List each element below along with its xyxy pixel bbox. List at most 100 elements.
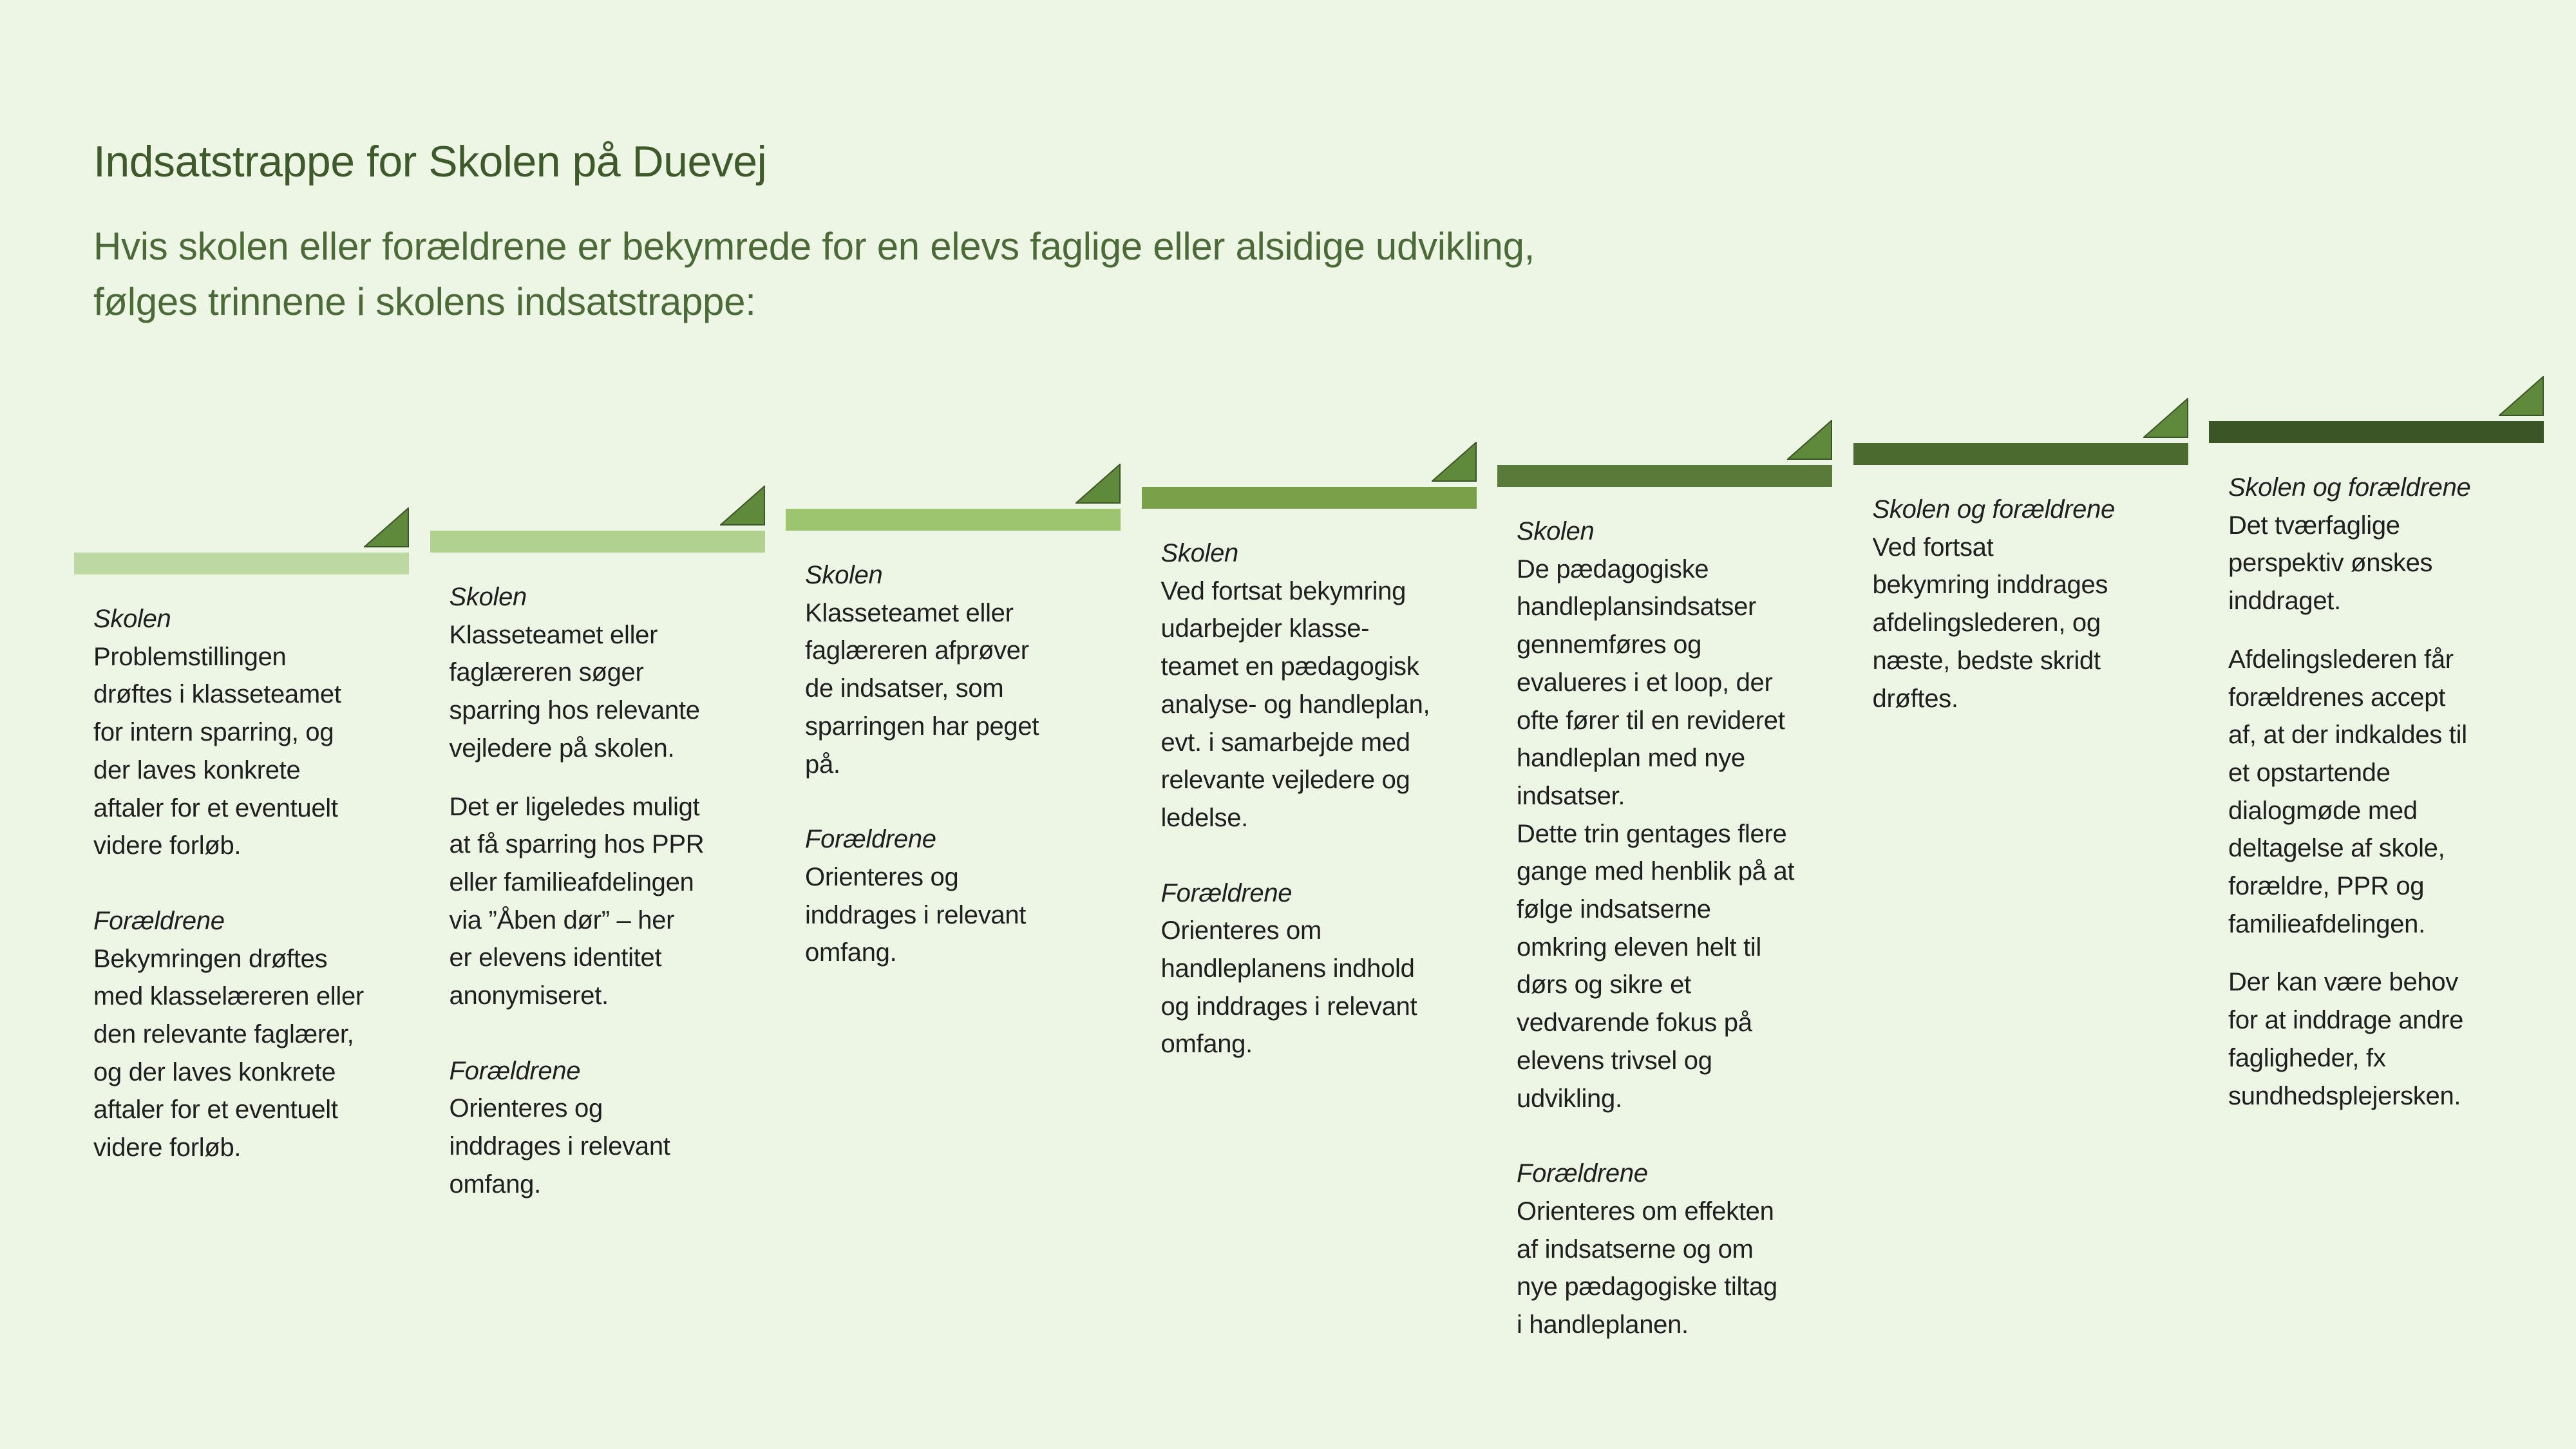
step-text-line: handleplansindsatser (1517, 592, 1757, 621)
step-text-line: og der laves konkrete (93, 1057, 336, 1086)
step-text-line: evt. i samarbejde med (1160, 728, 1411, 757)
step-text-line: inddraget. (2228, 587, 2341, 616)
step-text-line: teamet en pædagogisk (1160, 652, 1419, 681)
step-role-school: Skolen (805, 561, 883, 589)
step-text-line: afdelingslederen, og (1872, 609, 2101, 638)
step-text-line: via ”Åben dør” – her (449, 905, 675, 934)
step-text-line: Afdelingslederen får (2228, 645, 2454, 674)
step-role-school: Skolen (449, 583, 527, 611)
step-text-line: og inddrages i relevant (1160, 992, 1417, 1021)
page-title: Indsatstrappe for Skolen på Duevej (93, 137, 767, 186)
step-text-line: de indsatser, som (805, 674, 1004, 703)
step-text-line: udvikling. (1517, 1084, 1622, 1113)
step-text-line: Bekymringen drøftes (93, 944, 328, 973)
step-role-parents: Forældrene (1517, 1159, 1648, 1188)
step-text-line: et opstartende (2228, 758, 2391, 787)
step-text-line: i handleplanen. (1517, 1311, 1689, 1340)
step-text-line: gange med henblik på at (1517, 857, 1795, 886)
step-text-line: analyse- og handleplan, (1160, 690, 1430, 719)
step-arrow-triangle-icon (1787, 420, 1832, 460)
step-text-line: handleplan med nye (1517, 744, 1745, 773)
step-arrow-triangle-icon (2143, 398, 2188, 438)
step-text-line: omfang. (449, 1170, 542, 1198)
step-arrow-triangle-icon (364, 507, 409, 547)
step-text-line: eller familieafdelingen (449, 867, 694, 896)
step-role-school: Skolen (1160, 539, 1239, 567)
step-text-line: omfang. (805, 938, 897, 967)
step-text-line: drøftes. (1872, 684, 1958, 713)
step-arrow-triangle-icon (2499, 376, 2544, 416)
step-text-line: omkring eleven helt til (1517, 933, 1761, 961)
step-text-line: handleplanens indhold (1160, 954, 1415, 983)
step-text-line: Det er ligeledes muligt (449, 792, 700, 821)
step-text-line: den relevante faglærer, (93, 1020, 354, 1049)
step-text-line: perspektiv ønskes (2228, 549, 2433, 578)
step-text-line: at få sparring hos PPR (449, 830, 705, 859)
step-role-parents: Forældrene (805, 825, 936, 854)
step-text-line: Der kan være behov (2228, 968, 2459, 997)
step-text-line: med klasselæreren eller (93, 982, 364, 1011)
step-bar-7 (2209, 421, 2544, 443)
step-role-parents: Forældrene (1160, 878, 1293, 907)
step-role-parents: Forældrene (449, 1056, 581, 1085)
step-text-line: Klasseteamet eller (805, 598, 1014, 627)
step-bar-1 (74, 553, 409, 574)
step-text-line: vedvarende fokus på (1517, 1009, 1752, 1037)
step-text-line: drøftes i klasseteamet (93, 680, 341, 709)
step-text-line: sundhedsplejersken. (2228, 1081, 2461, 1110)
step-text-line: på. (805, 750, 840, 779)
step-text-line: sparringen har peget (805, 712, 1039, 741)
step-text-line: næste, bedste skridt (1872, 646, 2101, 675)
step-text-line: for at inddrage andre (2228, 1006, 2464, 1035)
step-text-line: De pædagogiske (1517, 554, 1709, 583)
step-text-line: udarbejder klasse- (1160, 614, 1370, 643)
step-text-line: Ved fortsat bekymring (1160, 576, 1406, 605)
step-text-line: følge indsatserne (1517, 895, 1711, 924)
step-text-line: evalueres i et loop, der (1517, 668, 1773, 697)
step-bar-6 (1853, 443, 2188, 465)
step-text-line: dørs og sikre et (1517, 971, 1691, 999)
step-text-line: omfang. (1160, 1030, 1253, 1059)
step-text-line: faglæreren afprøver (805, 636, 1029, 665)
step-text-line: vejledere på skolen. (449, 734, 675, 762)
step-text-line: inddrages i relevant (449, 1132, 670, 1161)
step-text-line: indsatser. (1517, 781, 1625, 810)
step-text-line: anonymiseret. (449, 981, 609, 1010)
step-text-line: Det tværfaglige (2228, 511, 2400, 540)
step-text-line: bekymring inddrages (1872, 571, 2108, 600)
step-role-school: Skolen og forældrene (1872, 495, 2116, 524)
step-text-line: nye pædagogiske tiltag (1517, 1273, 1777, 1302)
step-role-parents: Forældrene (93, 906, 225, 935)
step-arrow-triangle-icon (719, 486, 765, 526)
step-text-line: Orienteres om effekten (1517, 1197, 1774, 1226)
step-text-line: gennemføres og (1517, 630, 1702, 659)
step-text-line: Dette trin gentages flere (1517, 819, 1787, 848)
step-text-line: dialogmøde med (2228, 796, 2418, 825)
step-text-line: videre forløb. (93, 831, 242, 860)
step-role-school: Skolen og forældrene (2228, 473, 2471, 502)
step-arrow-triangle-icon (1075, 464, 1121, 504)
step-text-line: Orienteres om (1160, 916, 1322, 945)
step-text-line: der laves konkrete (93, 755, 301, 784)
step-text-line: ledelse. (1160, 803, 1249, 832)
step-text-line: for intern sparring, og (93, 718, 334, 747)
step-text-line: af, at der indkaldes til (2228, 721, 2467, 750)
step-text-line: er elevens identitet (449, 943, 662, 972)
step-arrow-triangle-icon (1431, 442, 1477, 482)
step-role-school: Skolen (1517, 517, 1595, 545)
step-text-line: ofte fører til en revideret (1517, 706, 1785, 735)
step-text-line: forældrenes accept (2228, 683, 2446, 712)
step-text-line: deltagelse af skole, (2228, 834, 2445, 863)
step-text-5: Skolen De pædagogiske handleplansindsatser… (1517, 513, 1839, 1344)
subtitle-line-2: følges trinnene i skolens indsatstrappe: (93, 280, 756, 323)
step-text-line: Klasseteamet eller (449, 620, 658, 649)
step-bar-3 (786, 509, 1121, 531)
step-text-line: relevante vejledere og (1160, 766, 1410, 795)
step-text-line: Orienteres og (449, 1094, 603, 1123)
step-text-line: Ved fortsat (1872, 533, 1994, 562)
